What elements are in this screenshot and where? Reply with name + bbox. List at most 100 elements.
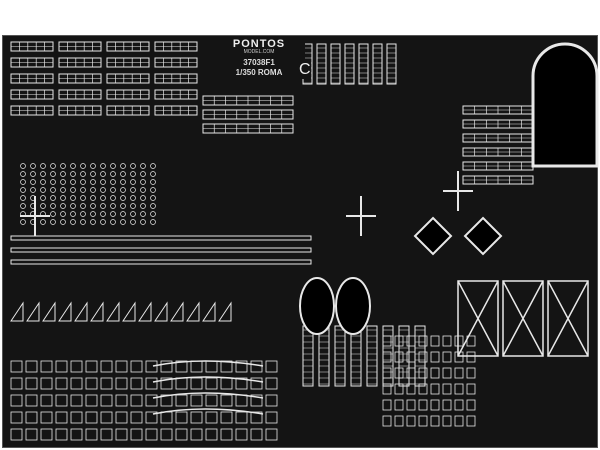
- etched-part: [150, 163, 156, 169]
- etched-part: [90, 211, 96, 217]
- etched-part: [20, 196, 50, 236]
- etched-part: [386, 43, 397, 85]
- etched-part: [130, 163, 136, 169]
- etched-part: [442, 351, 452, 363]
- etched-part: [466, 383, 476, 395]
- etched-part: [90, 179, 96, 185]
- etched-part: [382, 351, 392, 363]
- etched-part: [100, 187, 106, 193]
- etched-part: [100, 428, 113, 441]
- brand-site: MODEL.COM: [243, 49, 275, 55]
- etched-part: [190, 428, 203, 441]
- etched-part: [130, 219, 136, 225]
- etched-part: [454, 383, 464, 395]
- etched-part: [160, 377, 173, 390]
- etched-part: [80, 187, 86, 193]
- etched-part: [152, 408, 264, 415]
- etched-part: [394, 399, 404, 411]
- etched-part: [265, 360, 278, 373]
- etched-part: [50, 171, 56, 177]
- brand-logo: PONTOS: [232, 38, 286, 50]
- etched-part: [140, 211, 146, 217]
- etched-part: [454, 335, 464, 347]
- etched-part: [100, 219, 106, 225]
- etched-part: [140, 219, 146, 225]
- etched-part: [80, 163, 86, 169]
- etched-part: [110, 171, 116, 177]
- etched-part: [382, 383, 392, 395]
- etched-part: [443, 171, 473, 211]
- etched-part: [55, 411, 68, 424]
- etched-part: [175, 360, 188, 373]
- etched-part: [20, 187, 26, 193]
- etched-part: [90, 171, 96, 177]
- etched-part: [130, 195, 136, 201]
- etched-part: [454, 351, 464, 363]
- etched-part: [152, 392, 264, 399]
- etched-part: [80, 179, 86, 185]
- etched-part: [154, 301, 168, 322]
- etched-part: [70, 163, 76, 169]
- etched-part: [10, 360, 23, 373]
- etched-part: [430, 415, 440, 427]
- etched-part: [175, 394, 188, 407]
- etched-part: [70, 195, 76, 201]
- etched-part: [130, 187, 136, 193]
- etched-part: [265, 394, 278, 407]
- etched-part: [250, 394, 263, 407]
- etched-part: [85, 360, 98, 373]
- etched-part: [140, 187, 146, 193]
- etched-part: [30, 163, 36, 169]
- etched-part: [152, 376, 264, 383]
- etched-part: [70, 171, 76, 177]
- etched-part: [90, 195, 96, 201]
- etched-part: [40, 187, 46, 193]
- etched-part: [110, 203, 116, 209]
- etched-part: [250, 428, 263, 441]
- etched-part: [344, 43, 355, 85]
- etched-part: [60, 203, 66, 209]
- etched-part: [382, 399, 392, 411]
- etched-part: [406, 351, 416, 363]
- etched-part: [457, 280, 499, 357]
- etched-part: [55, 377, 68, 390]
- etched-part: [406, 399, 416, 411]
- etched-part: [531, 42, 599, 168]
- etched-part: [175, 411, 188, 424]
- etched-part: [454, 399, 464, 411]
- etched-part: [170, 301, 184, 322]
- etched-part: [100, 163, 106, 169]
- etched-part: [330, 43, 341, 85]
- etched-parts: [10, 41, 599, 441]
- etched-part: [70, 203, 76, 209]
- etched-part: [205, 394, 218, 407]
- etched-part: [406, 367, 416, 379]
- etched-part: [40, 411, 53, 424]
- etched-part: [398, 325, 410, 387]
- etched-part: [220, 411, 233, 424]
- etched-part: [130, 179, 136, 185]
- etched-part: [145, 360, 158, 373]
- etched-part: [160, 428, 173, 441]
- etched-part: [30, 171, 36, 177]
- etched-part: [140, 203, 146, 209]
- etched-part: [502, 280, 544, 357]
- etched-part: [60, 179, 66, 185]
- etched-part: [110, 195, 116, 201]
- etched-part: [80, 203, 86, 209]
- etched-part: [463, 216, 503, 256]
- etched-part: [235, 411, 248, 424]
- etched-part: [100, 171, 106, 177]
- etched-part: [42, 301, 56, 322]
- etched-part: [130, 171, 136, 177]
- etched-part: [175, 428, 188, 441]
- etched-part: [120, 219, 126, 225]
- etched-part: [115, 411, 128, 424]
- etched-part: [60, 219, 66, 225]
- etched-part: [265, 411, 278, 424]
- etched-part: [299, 277, 335, 335]
- etched-part: [40, 428, 53, 441]
- etched-part: [414, 325, 426, 387]
- etched-part: [130, 394, 143, 407]
- etched-part: [430, 383, 440, 395]
